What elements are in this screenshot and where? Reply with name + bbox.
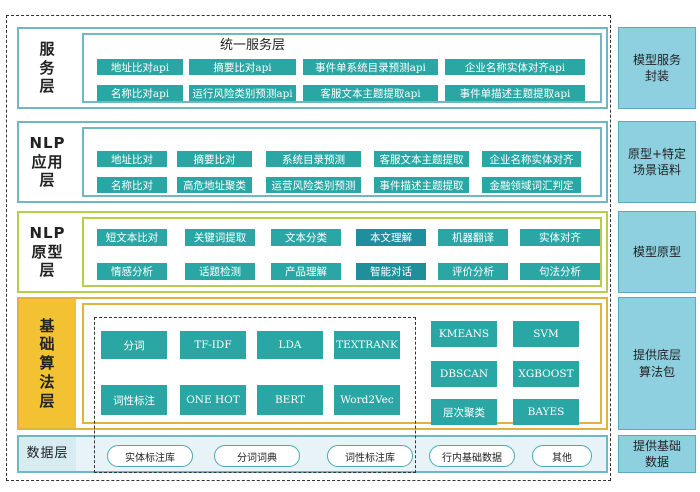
component-box: 高危地址聚类 (177, 177, 252, 193)
component-box: 名称比对 (97, 177, 167, 193)
component-box: 客服文本主题提取api (303, 85, 438, 101)
component-box: BAYES (513, 399, 579, 425)
side-nlp-app-text: 原型+特定场景语料 (627, 146, 687, 177)
component-box: ONE HOT (180, 385, 246, 415)
component-box: 产品理解 (271, 263, 341, 280)
data-source-pill: 词性标注库 (327, 445, 413, 467)
side-service: 模型服务封装 (618, 27, 696, 109)
component-box: 客服文本主题提取 (374, 151, 469, 167)
data-source-pill: 行内基础数据 (429, 445, 515, 467)
unified-service-label: 统一服务层 (220, 38, 286, 53)
component-box: 摘要比对 (177, 151, 252, 167)
component-box: 关键词提取 (185, 229, 255, 246)
nlp-proto-layer-title: NLP原型层 (19, 213, 76, 291)
component-box: 文本分类 (271, 229, 341, 246)
component-box: 事件单描述主题提取api (445, 85, 585, 101)
component-box: 实体对齐 (520, 229, 600, 246)
outer-boundary (6, 15, 611, 481)
component-box: 机器翻译 (438, 229, 508, 246)
algo-layer-body: 分词 TF-IDF LDA TEXTRANK 词性标注 ONE HOT BERT Word2V… (82, 303, 602, 425)
side-algo: 提供底层算法包 (618, 297, 696, 430)
component-box: 句法分析 (520, 263, 600, 280)
data-layer: 数据层 实体标注库分词词典 词性标注库行内基础数据其他 (17, 435, 608, 473)
side-nlp-proto-text: 模型原型 (632, 244, 681, 259)
side-nlp-app: 原型+特定场景语料 (618, 121, 696, 203)
component-box: TF-IDF (180, 331, 246, 359)
nlp-proto-layer-body: 短文本比对 关键词提取文本分类本文理解机器翻译实体对齐情感分析 话题检测产品理解智能… (82, 217, 602, 287)
data-source-pill: 分词词典 (214, 445, 300, 467)
component-box: 词性标注 (101, 385, 167, 415)
nlp-app-layer-title-text: NLP应用层 (29, 133, 66, 190)
component-box: 话题检测 (185, 263, 255, 280)
component-box: BERT (257, 385, 323, 415)
component-box: XGBOOST (513, 361, 579, 387)
side-service-text: 模型服务封装 (633, 52, 682, 83)
component-box: 分词 (101, 331, 167, 359)
component-box: 情感分析 (97, 263, 167, 280)
component-box: 评价分析 (438, 263, 508, 280)
component-box: 运行风险类别预测api (189, 85, 296, 101)
data-layer-title: 数据层 (19, 437, 76, 471)
side-algo-text: 提供底层算法包 (633, 348, 682, 379)
nlp-proto-layer-title-text: NLP原型层 (29, 223, 66, 280)
algo-layer: 基础算法层 分词 TF-IDF LDA TEXTRANK 词性标注 ONE HOT BERT… (17, 297, 608, 430)
component-box: DBSCAN (431, 361, 497, 387)
component-box: Word2Vec (334, 385, 400, 415)
data-layer-title-text: 数据层 (26, 445, 69, 461)
algo-layer-title: 基础算法层 (19, 299, 76, 428)
component-box: 短文本比对 (97, 229, 167, 246)
algo-layer-title-text: 基础算法层 (39, 316, 56, 410)
service-layer-title: 服务层 (19, 29, 76, 107)
component-box: 事件描述主题提取 (374, 177, 469, 193)
nlp-proto-layer: NLP原型层 短文本比对 关键词提取文本分类本文理解机器翻译实体对齐情感分析 话题检… (17, 211, 608, 293)
component-box: 企业名称实体对齐api (445, 59, 585, 75)
side-nlp-proto: 模型原型 (618, 211, 696, 293)
component-box: 系统目录预测 (266, 151, 361, 167)
component-box: 运营风险类别预测 (266, 177, 361, 193)
component-box: 事件单系统目录预测api (303, 59, 438, 75)
nlp-app-layer-title: NLP应用层 (19, 123, 76, 201)
service-layer: 服务层 地址比对api 摘要比对api 事件单系统目录预测api 企业名称实体对齐ap… (17, 27, 608, 109)
component-box: 智能对话 (356, 263, 426, 280)
service-layer-body: 地址比对api 摘要比对api 事件单系统目录预测api 企业名称实体对齐api 名称比… (82, 33, 602, 103)
component-box: SVM (513, 321, 579, 347)
component-box: LDA (257, 331, 323, 359)
component-box: 地址比对api (97, 59, 183, 75)
data-source-pill: 实体标注库 (107, 445, 193, 467)
component-box: 摘要比对api (189, 59, 296, 75)
component-box: 地址比对 (97, 151, 167, 167)
component-box: TEXTRANK (334, 331, 400, 359)
component-box: 层次聚类 (431, 399, 497, 425)
side-data: 提供基础数据 (618, 435, 696, 473)
data-source-pill: 其他 (532, 445, 592, 467)
component-box: 本文理解 (356, 229, 426, 246)
component-box: 名称比对api (97, 85, 183, 101)
nlp-app-layer: NLP应用层 地址比对摘要比对系统目录预测客服文本主题提取企业名称实体对齐名称比… (17, 121, 608, 203)
nlp-app-layer-body: 地址比对摘要比对系统目录预测客服文本主题提取企业名称实体对齐名称比对高危地址聚类… (82, 127, 602, 197)
component-box: 企业名称实体对齐 (482, 151, 581, 167)
side-data-text: 提供基础数据 (633, 438, 682, 469)
component-box: KMEANS (431, 321, 497, 347)
component-box: 金融领域词汇判定 (482, 177, 581, 193)
service-layer-title-text: 服务层 (39, 39, 56, 96)
